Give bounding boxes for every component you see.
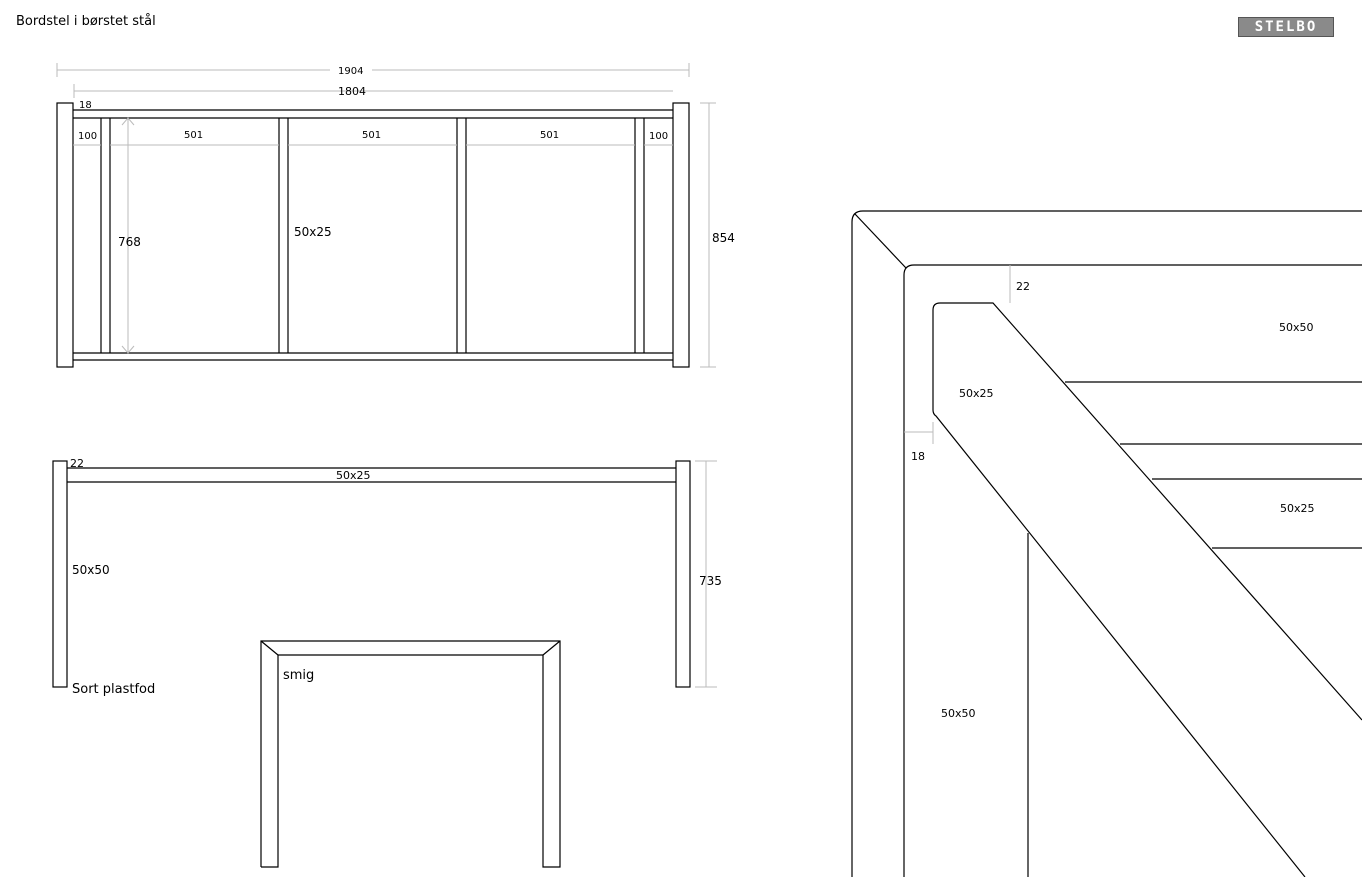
detail-offset-side: 18 (911, 450, 925, 463)
detail-label-3: 50x25 (1280, 502, 1315, 515)
overall-depth-dim: 854 (712, 231, 735, 245)
leg-offset-dim: 18 (79, 100, 92, 111)
side-offset-dim: 22 (70, 457, 84, 470)
side-view: 22 50x25 50x50 Sort plastfod 735 (52, 457, 722, 697)
side-left-leg (52, 460, 68, 688)
leg-profile-label: 50x50 (72, 563, 110, 577)
right-leg (672, 102, 690, 368)
miter-label: smig (283, 668, 314, 683)
top-view: 1904 1804 18 100 501 501 501 100 768 50x… (56, 63, 735, 368)
detail-offset-top: 22 (1016, 280, 1030, 293)
spacing-2: 501 (362, 130, 381, 141)
foot-label: Sort plastfod (72, 682, 155, 697)
inner-width-dim: 1804 (338, 85, 366, 98)
corner-detail-view: 22 18 50x50 50x25 50x25 50x50 (851, 210, 1362, 877)
profile-label: 50x25 (294, 225, 332, 239)
detail-label-1: 50x50 (1279, 321, 1314, 334)
spacing-1: 501 (184, 130, 203, 141)
height-dim: 735 (699, 574, 722, 588)
spacing-3: 501 (540, 130, 559, 141)
left-leg (56, 102, 74, 368)
rail-profile-label: 50x25 (336, 469, 371, 482)
detail-label-2: 50x25 (959, 387, 994, 400)
side-right-leg (675, 460, 691, 688)
inner-depth-dim: 768 (118, 235, 141, 249)
overall-width-dim: 1904 (338, 66, 363, 77)
stelbo-logo: STELBO (1238, 17, 1334, 37)
drawing-title: Bordstel i børstet stål (16, 14, 156, 29)
end-spacing-right: 100 (649, 131, 668, 142)
end-view: smig (260, 640, 561, 868)
detail-label-4: 50x50 (941, 707, 976, 720)
end-spacing-left: 100 (78, 131, 97, 142)
